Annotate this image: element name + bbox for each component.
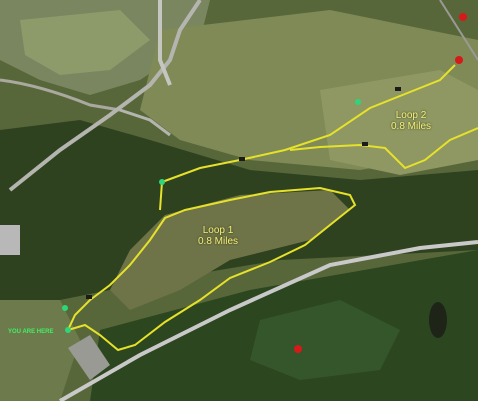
trail-connector	[159, 181, 163, 211]
clearing-area	[110, 190, 350, 310]
you-are-here-marker	[65, 327, 71, 333]
loop-1-length: 0.8 Miles	[197, 236, 238, 247]
loop-1-name: Loop 1	[202, 225, 234, 236]
loop-2-label: Loop 2 0.8 Miles	[381, 110, 441, 132]
poi-marker	[455, 56, 463, 64]
road	[119, 108, 171, 137]
forest-area	[250, 300, 400, 380]
trail-loop-2-north	[161, 64, 456, 183]
trail-loop-1	[66, 186, 357, 352]
junction-marker	[355, 99, 361, 105]
road	[158, 0, 172, 86]
field-area	[20, 10, 150, 75]
trail-marker	[239, 157, 245, 161]
you-are-here-label: YOU ARE HERE	[8, 329, 54, 335]
poi-marker	[294, 345, 302, 353]
poi-marker	[459, 13, 467, 21]
loop-1-label: Loop 1 0.8 Miles	[188, 225, 248, 247]
field-area	[0, 300, 80, 401]
road	[8, 0, 202, 192]
loop-2-name: Loop 2	[395, 110, 427, 121]
building	[0, 225, 20, 255]
trail-marker	[395, 87, 401, 91]
loop-2-length: 0.8 Miles	[390, 121, 431, 132]
trail-loop-2-south	[289, 127, 478, 170]
trail-marker	[362, 142, 368, 146]
road	[0, 78, 121, 112]
main-road	[59, 240, 478, 401]
road	[439, 0, 478, 61]
pond	[429, 302, 447, 338]
junction-marker	[62, 305, 68, 311]
parking-lot	[68, 335, 110, 380]
trail-marker	[86, 295, 92, 299]
junction-marker	[159, 179, 165, 185]
